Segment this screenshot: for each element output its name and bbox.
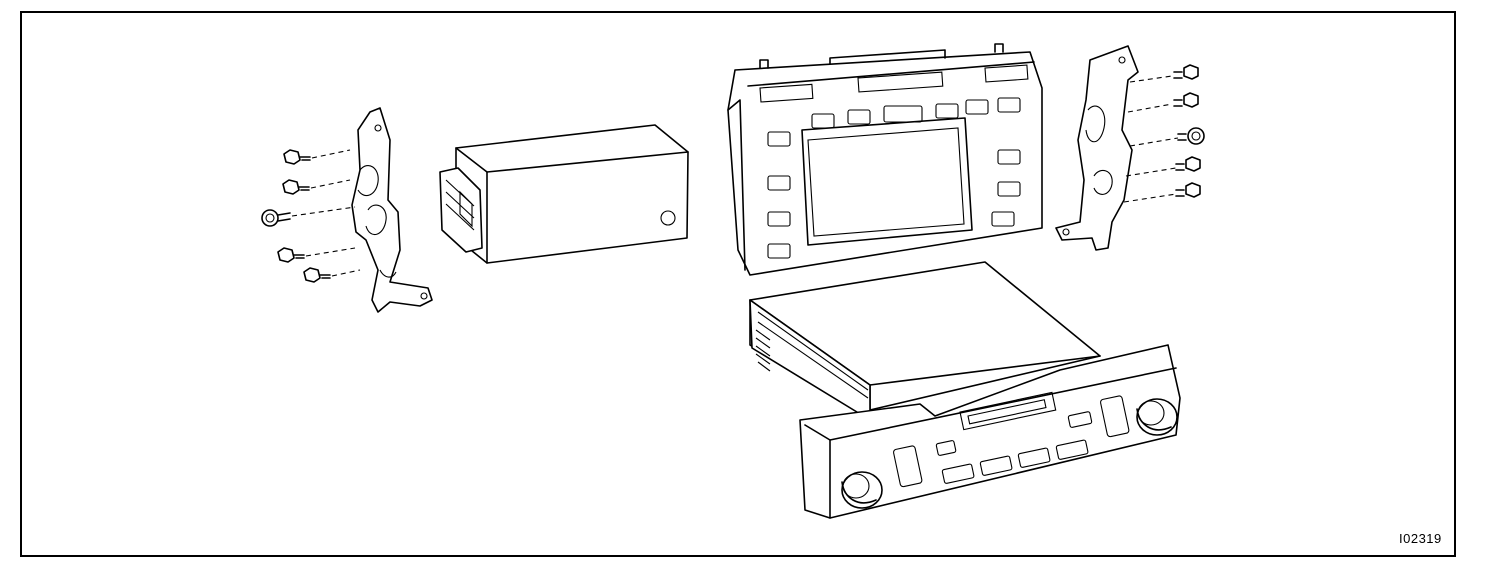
display-panel: [727, 43, 1043, 276]
bolt-icon: [282, 179, 351, 195]
panel-buttons: [767, 97, 1021, 259]
audio-unit: [749, 261, 1181, 519]
radio-buttons: [935, 411, 1093, 484]
left-bracket: [351, 107, 433, 313]
bolt-icon: [1129, 127, 1205, 147]
bolt-icon: [1123, 182, 1201, 203]
right-knob-icon: [1136, 398, 1178, 436]
bolt-icon: [283, 149, 351, 165]
bolt-icon: [277, 247, 356, 263]
heat-sink-icon: [755, 329, 771, 372]
bolt-icon: [303, 267, 361, 283]
right-bracket-bolts: [1123, 64, 1205, 203]
bolt-icon: [1125, 156, 1201, 177]
left-bracket-bolts: [261, 149, 361, 283]
figure-id-label: I02319: [1399, 531, 1442, 546]
bolt-icon: [261, 206, 356, 227]
bolt-icon: [1127, 92, 1199, 113]
amplifier-box: [439, 124, 689, 264]
bolt-icon: [1129, 64, 1199, 83]
left-knob-icon: [841, 471, 883, 509]
cassette-slot-icon: [959, 391, 1057, 431]
right-bracket: [1055, 45, 1139, 251]
diagram-border: [20, 11, 1456, 557]
